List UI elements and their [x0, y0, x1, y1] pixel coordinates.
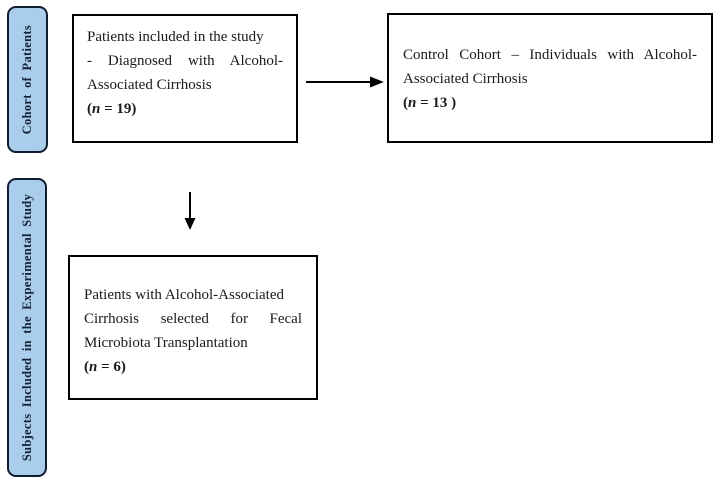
sample-size-n: n: [92, 101, 101, 117]
sample-size-value: = 6): [97, 359, 126, 375]
arrow-down-icon: [184, 192, 196, 230]
sample-size-n: n: [89, 359, 98, 375]
study-inclusion-box: Patients included in the study - Diagnos…: [72, 14, 298, 143]
sample-size-value: = 19): [100, 101, 137, 117]
sample-size-paren: (: [87, 101, 92, 117]
box-text-line: Patients with Alcohol-Associated: [84, 287, 284, 303]
arrow-right-icon: [306, 76, 384, 88]
box-text-line: Microbiota Transplantation: [84, 335, 248, 351]
sample-size: (n = 6): [84, 355, 302, 379]
sidebar-label-subjects-text: Subjects Included in the Experimental St…: [19, 193, 34, 462]
box-text-line: Associated Cirrhosis: [403, 71, 528, 87]
sample-size: (n = 13 ): [403, 91, 697, 115]
sample-size: (n = 19): [87, 97, 283, 121]
fmt-selection-box: Patients with Alcohol-Associated Cirrhos…: [68, 255, 318, 400]
sample-size-n: n: [408, 95, 417, 111]
box-text-line: Control Cohort – Individuals with Alcoho…: [403, 47, 697, 63]
sidebar-label-cohort: Cohort of Patients: [7, 6, 48, 153]
sidebar-label-cohort-text: Cohort of Patients: [20, 24, 34, 135]
box-text-line: Associated Cirrhosis: [87, 77, 212, 93]
sidebar-label-subjects: Subjects Included in the Experimental St…: [7, 178, 47, 477]
box-text-line: Patients included in the study: [87, 29, 264, 45]
control-cohort-box: Control Cohort – Individuals with Alcoho…: [387, 13, 713, 143]
sample-size-paren: (: [84, 359, 89, 375]
box-text-line: Cirrhosis selected for Fecal: [84, 311, 302, 327]
sample-size-paren: (: [403, 95, 408, 111]
box-text-line: - Diagnosed with Alcohol-: [87, 53, 283, 69]
sample-size-value: = 13 ): [416, 95, 457, 111]
